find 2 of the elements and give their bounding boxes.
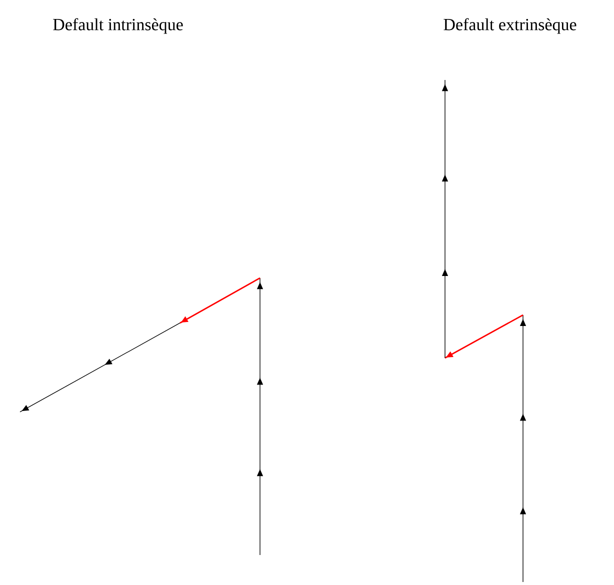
heading: Default intrinsèque [53, 18, 183, 34]
heading: Default extrinsèque [444, 18, 576, 34]
